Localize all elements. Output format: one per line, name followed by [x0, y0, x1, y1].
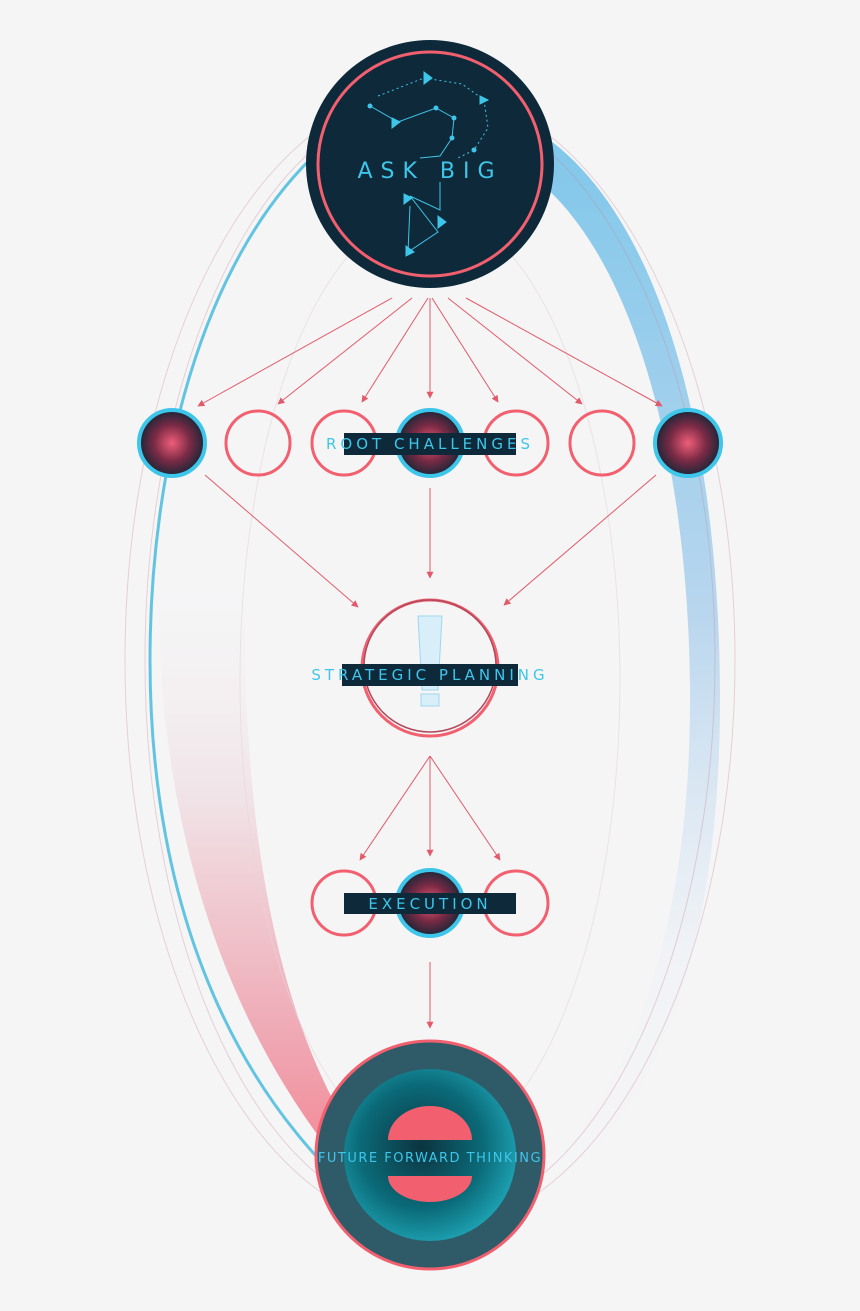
arrow-right-to-middle: [503, 474, 657, 606]
arrow-top-to-node2: [277, 297, 413, 405]
ask-big-node: ASK BIG: [306, 40, 554, 288]
execution-label: EXECUTION: [368, 895, 491, 913]
future-forward-node: FUTURE FORWARD THINKING: [314, 1039, 546, 1271]
ask-big-label: ASK BIG: [357, 159, 502, 184]
root-node-outline-6: [568, 409, 636, 477]
execution-row: EXECUTION: [310, 868, 550, 938]
arrow-top-to-node7: [465, 297, 663, 407]
arrow-left-to-middle: [204, 474, 359, 608]
arrow-top-to-node5: [431, 297, 499, 403]
root-node-outline-2: [224, 409, 292, 477]
blue-loop-rim: [148, 148, 421, 1247]
future-forward-core: [344, 1069, 516, 1241]
arrow-middle-to-exec-right: [429, 755, 501, 861]
connectors: [197, 297, 663, 1029]
exclamation-icon: [417, 615, 443, 707]
ask-big-circle: [306, 40, 554, 288]
stop-sign-icon: [388, 1106, 472, 1202]
root-node-right-filled: [653, 408, 723, 478]
execution-label-bg: [344, 893, 516, 914]
root-challenges-label-bg: [344, 433, 516, 455]
root-challenges-label: ROOT CHALLENGES: [326, 435, 534, 453]
future-forward-label: FUTURE FORWARD THINKING: [318, 1151, 542, 1166]
strategic-planning-label: STRATEGIC PLANNING: [311, 666, 548, 684]
question-mark-constellation-icon: [367, 71, 490, 257]
arrow-middle-to-exec-left: [359, 755, 431, 861]
strategic-planning-label-bg: [342, 664, 518, 686]
arrow-top-to-node3: [361, 297, 429, 403]
strategic-planning-node: STRATEGIC PLANNING: [311, 598, 548, 738]
ask-big-ring: [316, 50, 544, 278]
arrow-top-to-node6: [447, 297, 583, 405]
root-challenges-row: ROOT CHALLENGES: [137, 408, 723, 478]
pink-loop-band: [159, 560, 430, 1255]
arrow-top-to-node1: [197, 297, 393, 407]
root-node-left-filled: [137, 408, 207, 478]
